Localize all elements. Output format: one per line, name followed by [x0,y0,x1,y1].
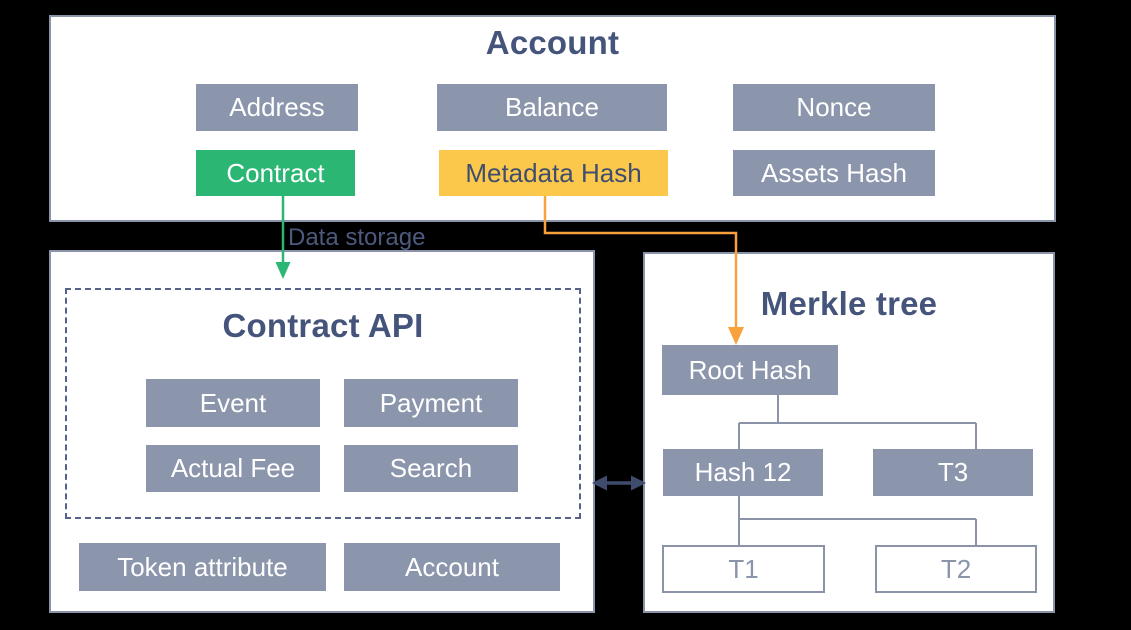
root-hash-box: Root Hash [662,345,838,395]
nonce-box: Nonce [733,84,935,131]
contract-api-title: Contract API [222,307,424,344]
event-box: Event [146,379,320,427]
t3-box: T3 [873,449,1033,496]
merkle-tree-connectors [738,395,977,545]
balance-box: Balance [437,84,667,131]
double-arrow-icon [592,475,646,491]
assets-hash-box: Assets Hash [733,150,935,196]
contract-box: Contract [196,150,355,196]
payment-box: Payment [344,379,518,427]
t1-box: T1 [662,545,825,593]
search-box: Search [344,445,518,492]
metadata-hash-box: Metadata Hash [439,150,668,196]
data-storage-arrow-icon [275,196,291,279]
hash-12-box: Hash 12 [663,449,823,496]
contract-api-dashed-border [65,288,581,519]
metadata-hash-arrow-icon [543,196,744,345]
account-panel-title: Account [485,24,620,61]
account-api-box: Account [344,543,560,591]
actual-fee-box: Actual Fee [146,445,320,492]
token-attribute-box: Token attribute [79,543,326,591]
merkle-tree-title: Merkle tree [760,285,938,322]
t2-box: T2 [875,545,1037,593]
address-box: Address [196,84,358,131]
data-storage-label: Data storage [288,224,426,251]
